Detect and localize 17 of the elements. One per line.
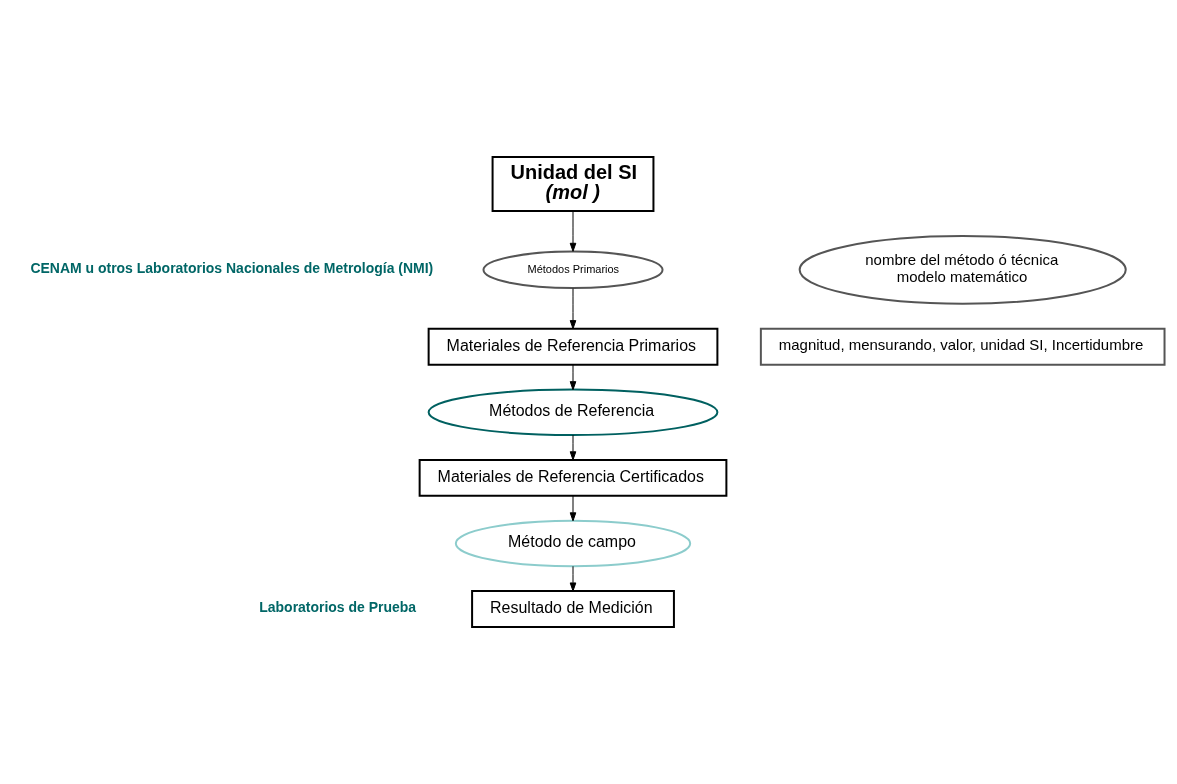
node-box: Unidad del SI (mol ): [491, 156, 655, 212]
arrow: [569, 565, 577, 592]
node-ellipse: nombre del método ó técnica modelo matemático: [798, 235, 1127, 305]
arrow: [569, 210, 577, 252]
arrow: [569, 434, 577, 461]
arrow: [569, 288, 577, 330]
node-box: Materiales de Referencia Certificados: [418, 458, 728, 497]
node-ellipse: Métodos de Referencia: [427, 388, 719, 437]
node-ellipse: Métodos Primarios: [482, 250, 664, 290]
arrow: [569, 495, 577, 522]
node-box: Resultado de Medición: [471, 590, 675, 628]
arrow: [569, 364, 577, 391]
node-box: Materiales de Referencia Primarios: [427, 327, 719, 366]
node-box: magnitud, mensurando, valor, unidad SI, Incertidumbre: [759, 327, 1166, 366]
node-ellipse: Método de campo: [454, 519, 692, 568]
label: Laboratorios de Prueba: [259, 598, 417, 615]
label: CENAM u otros Laboratorios Nacionales de Metrología (NMI): [30, 259, 434, 276]
